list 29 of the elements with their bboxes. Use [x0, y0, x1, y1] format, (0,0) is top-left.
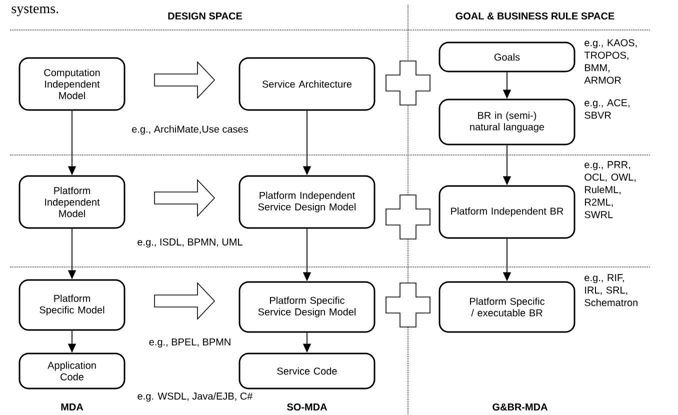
example-list: e.g., PRR, OCL, OWL, RuleML, R2ML, SWRL: [584, 161, 636, 218]
block-arrow: [154, 282, 216, 320]
model-box: Platform Independent Model: [18, 175, 126, 229]
label-text: systems.: [12, 5, 58, 16]
label-text: SO-MDA: [287, 403, 328, 411]
label-text: e.g., ArchiMate,Use cases: [132, 125, 248, 135]
label-text: e.g., BPEL, BPMN: [149, 338, 230, 348]
label-text: GOAL & BUSINESS RULE SPACE: [456, 12, 614, 20]
model-box: Computation Independent Model: [18, 57, 126, 111]
example-list: e.g., RIF, IRL, SRL, Schematron: [584, 274, 638, 306]
model-box: Platform Specific Service Design Model: [238, 281, 376, 333]
model-box: Application Code: [18, 352, 126, 390]
example-list: e.g., KAOS, TROPOS, BMM, ARMOR: [584, 39, 637, 84]
model-box: Platform Independent Service Design Model: [238, 175, 376, 229]
label-text: G&BR-MDA: [492, 403, 548, 411]
model-box: Platform Independent BR: [438, 185, 576, 239]
model-box: Platform Specific / executable BR: [438, 281, 576, 333]
example-list: e.g., ACE, SBVR: [584, 99, 630, 119]
model-box: BR in (semi-) natural language: [438, 98, 576, 146]
label-text: MDA: [61, 404, 84, 410]
label-text: e.g., ISDL, BPMN, UML: [138, 238, 242, 248]
model-box: Service Code: [238, 352, 376, 390]
label-text: DESIGN SPACE: [168, 12, 242, 20]
model-box: Service Architecture: [238, 57, 376, 111]
label-text: e.g. WSDL, Java/EJB, C#: [138, 392, 253, 402]
block-arrow: [154, 60, 216, 99]
block-arrow: [154, 178, 216, 217]
model-box: Goals: [438, 42, 576, 72]
model-box: Platform Specific Model: [18, 279, 126, 331]
